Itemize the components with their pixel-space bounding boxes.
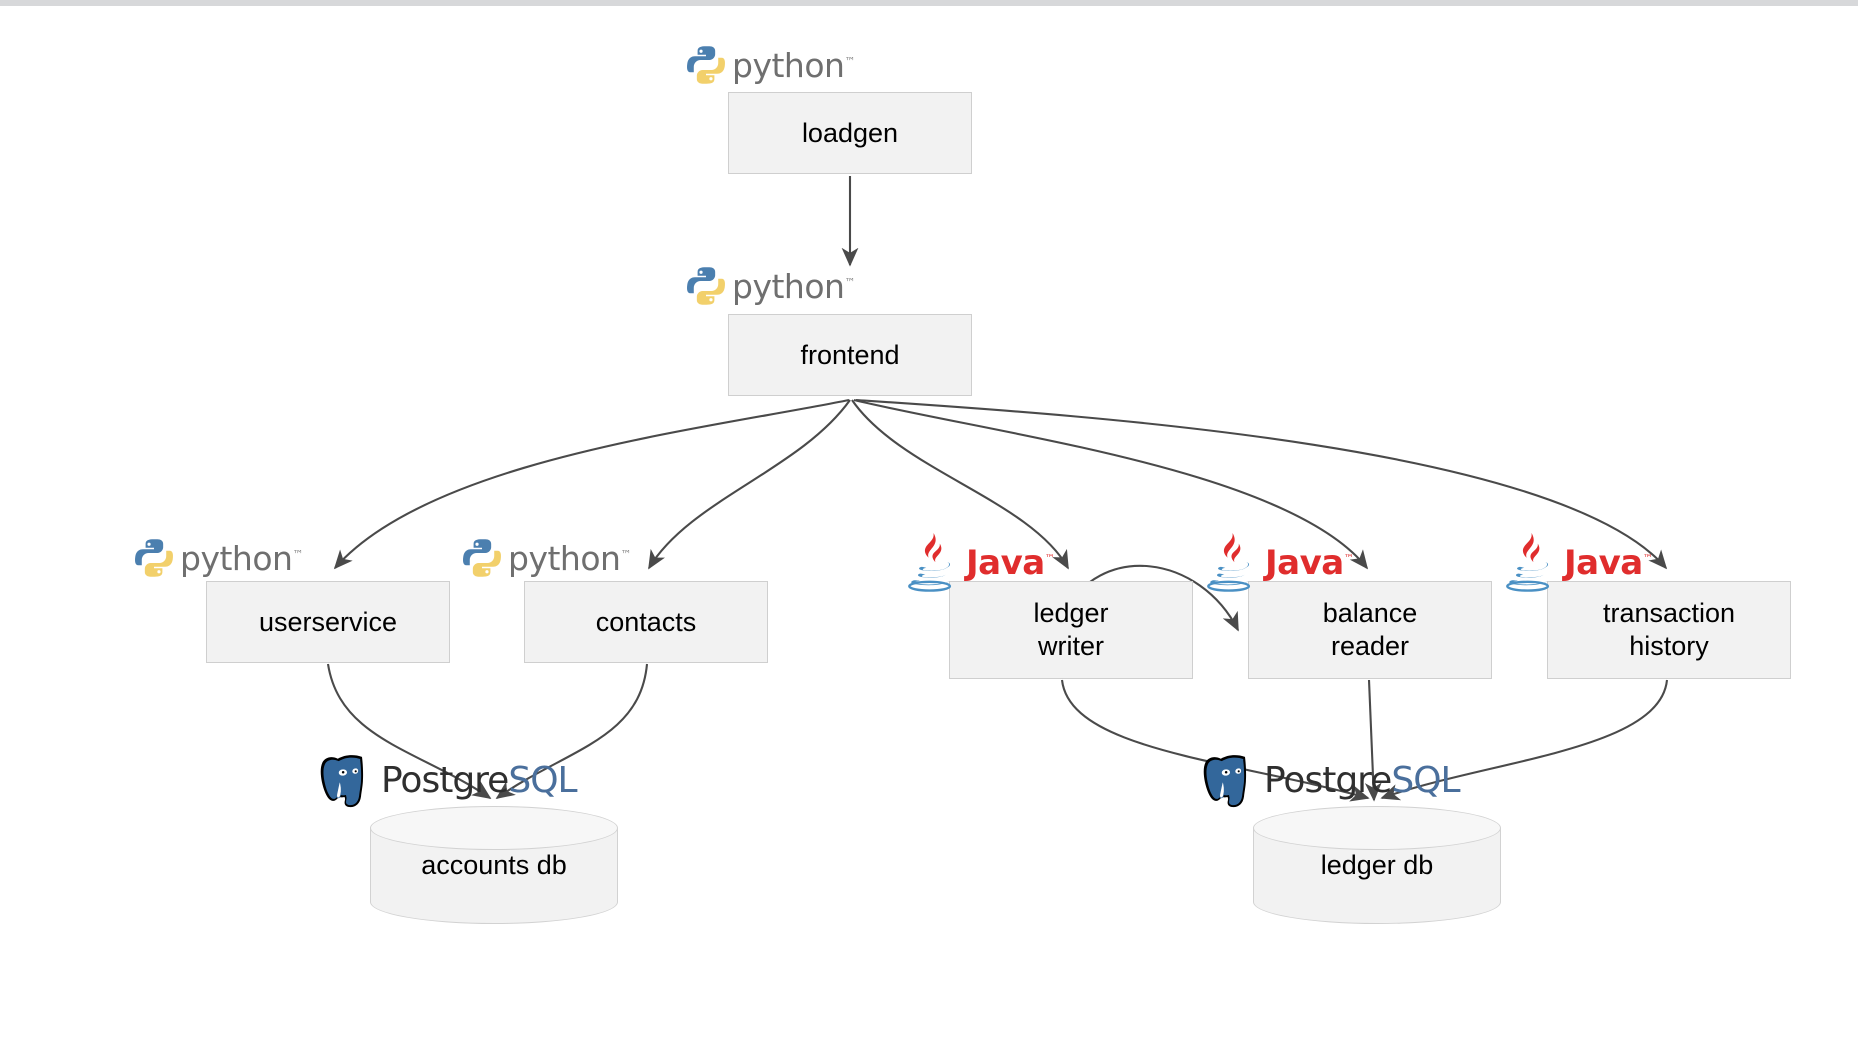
python-icon (687, 267, 725, 305)
python-icon (687, 46, 725, 84)
node-loadgen[interactable]: loadgen (728, 92, 972, 174)
python-icon (135, 539, 173, 577)
python-icon (463, 539, 501, 577)
python-logo-userservice: python™ (133, 537, 303, 579)
node-frontend[interactable]: frontend (728, 314, 972, 396)
node-balance-reader[interactable]: balance reader (1248, 581, 1492, 679)
python-logo-contacts: python™ (461, 537, 631, 579)
python-logo-loadgen: python™ (685, 44, 855, 86)
postgresql-elephant-icon (1203, 755, 1247, 808)
postgresql-logo-ledgerdb: PostgreSQL (1201, 752, 1461, 810)
edge-transactionhistory-ledgerdb (1380, 679, 1669, 801)
edge-frontend-userservice (333, 398, 850, 570)
database-ledger-db[interactable]: ledger db (1253, 806, 1501, 924)
database-accounts-db[interactable]: accounts db (370, 806, 618, 924)
edge-frontend-contacts (648, 399, 851, 570)
edge-frontend-balancereader (853, 398, 1369, 570)
postgresql-wordmark: PostgreSQL (1264, 760, 1461, 801)
python-wordmark: python™ (732, 45, 855, 85)
cylinder-top (370, 806, 618, 850)
java-wordmark: Java™ (966, 543, 1055, 583)
python-wordmark: python™ (732, 266, 855, 306)
node-transaction-history[interactable]: transaction history (1547, 581, 1791, 679)
edge-contacts-accountsdb (495, 663, 649, 799)
database-label: ledger db (1320, 849, 1434, 880)
edge-userservice-accountsdb (326, 663, 492, 799)
database-label: accounts db (421, 849, 567, 880)
node-userservice[interactable]: userservice (206, 581, 450, 663)
edge-frontend-ledgerwriter (851, 399, 1069, 570)
node-contacts[interactable]: contacts (524, 581, 768, 663)
postgresql-elephant-icon (320, 755, 364, 808)
edge-balancereader-ledgerdb (1364, 679, 1382, 802)
python-logo-frontend: python™ (685, 265, 855, 307)
python-wordmark: python™ (180, 538, 303, 578)
java-wordmark: Java™ (1564, 543, 1653, 583)
window-top-bar (0, 0, 1858, 6)
postgresql-wordmark: PostgreSQL (381, 760, 578, 801)
edge-ledgerwriter-ledgerdb (1060, 679, 1370, 802)
python-wordmark: python™ (508, 538, 631, 578)
cylinder-top (1253, 806, 1501, 850)
node-ledger-writer[interactable]: ledger writer (949, 581, 1193, 679)
edge-frontend-transactionhistory (855, 398, 1668, 570)
java-wordmark: Java™ (1265, 543, 1354, 583)
postgresql-logo-accountsdb: PostgreSQL (318, 752, 578, 810)
